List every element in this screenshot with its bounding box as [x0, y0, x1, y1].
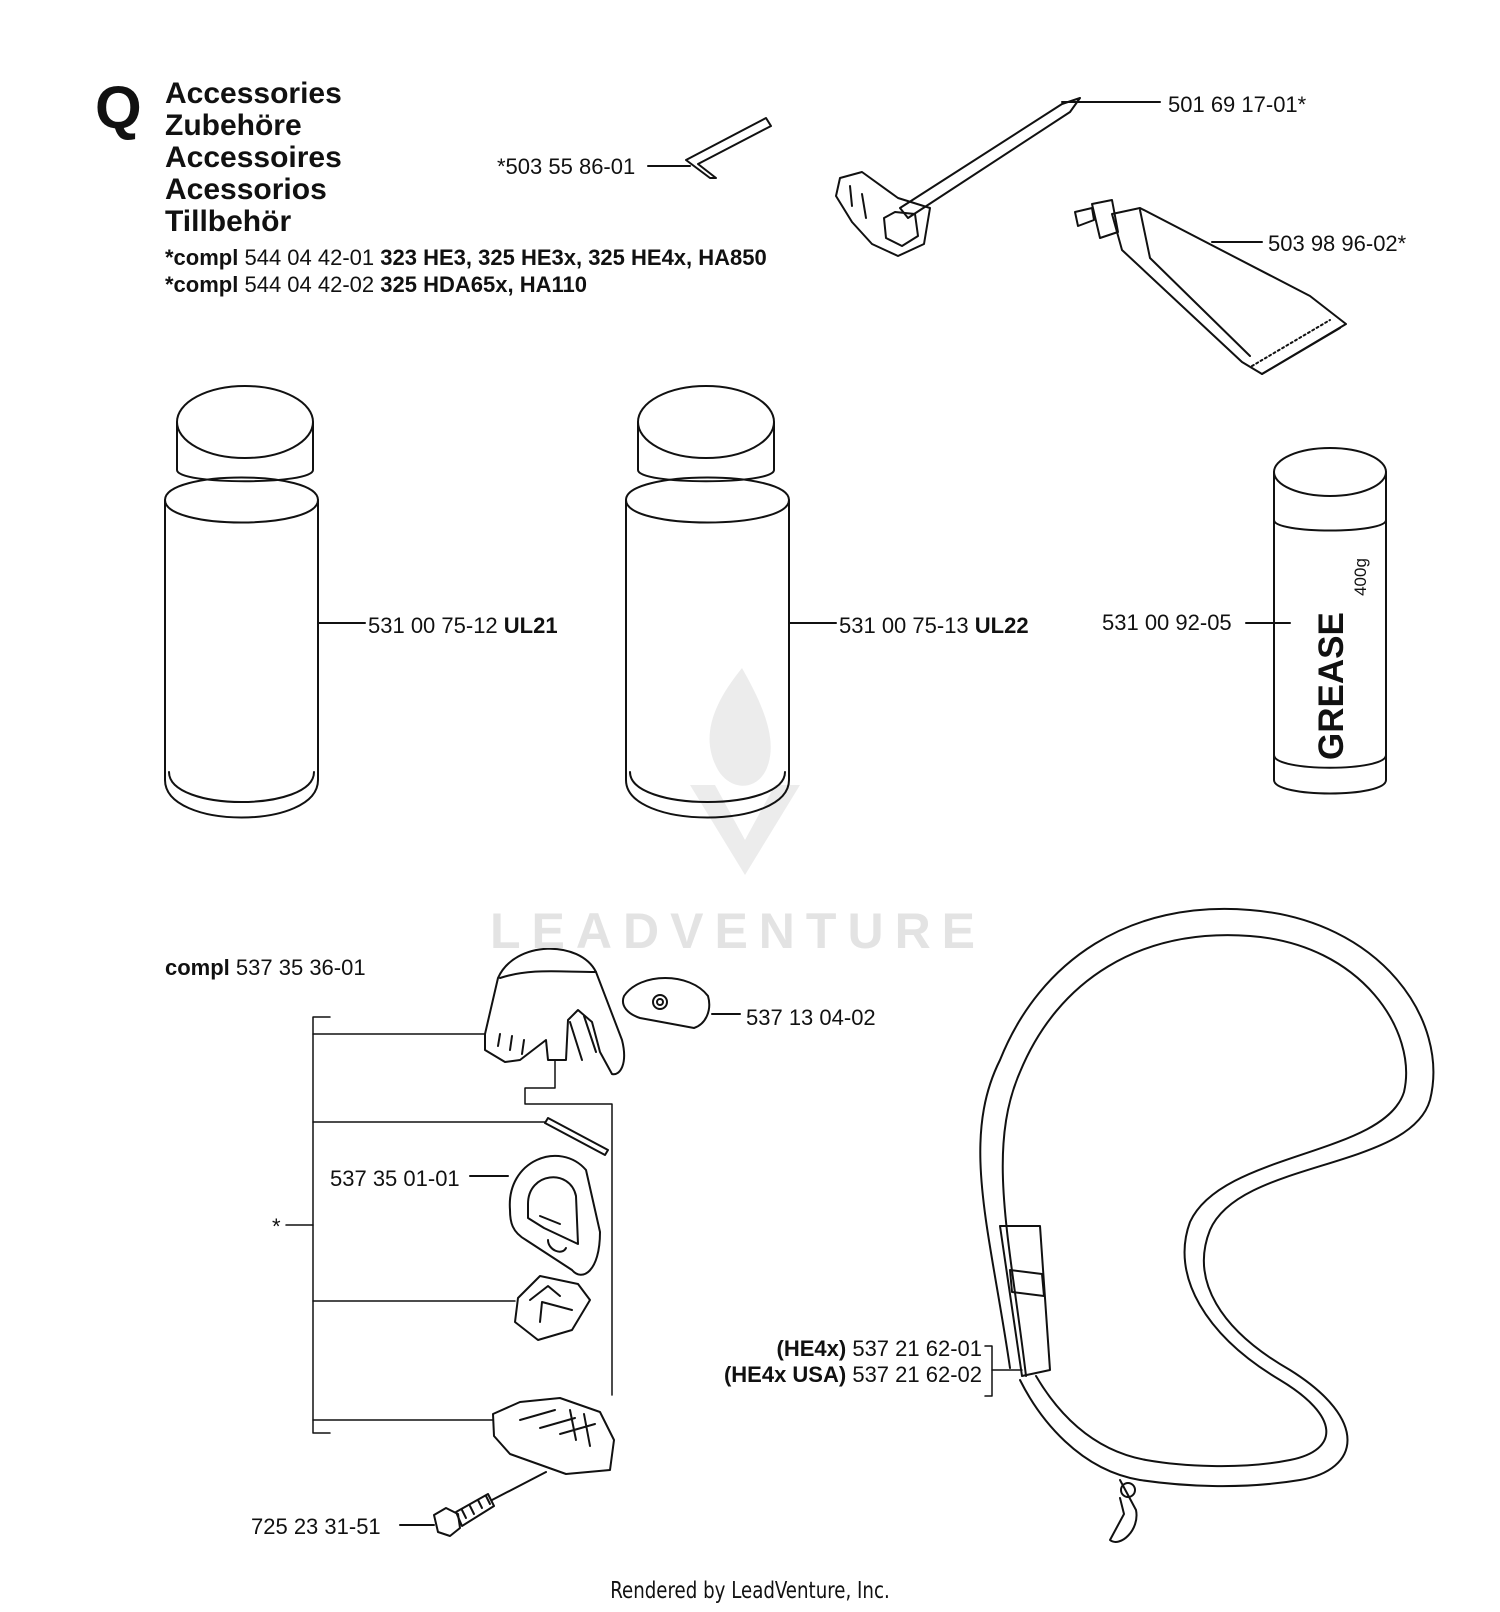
screw-icon [399, 1471, 547, 1537]
spray-can-1-label: 531 00 75-12 UL21 [368, 613, 558, 639]
compl-models: 323 HE3, 325 HE3x, 325 HE4x, HA850 [380, 245, 767, 270]
comb-icon [492, 1397, 615, 1475]
harness-bracket-lines [285, 1016, 613, 1434]
grease-tube-part-label: 503 98 96-02* [1268, 231, 1407, 256]
shoulder-strap-icon [979, 907, 1435, 1543]
knob-icon [622, 977, 741, 1029]
asterisk-marker: * [272, 1214, 281, 1239]
part-number: 531 00 75-13 [839, 613, 969, 638]
grease-cartridge-weight: 400g [1350, 558, 1370, 596]
grease-cartridge-part-label: 531 00 92-05 [1102, 610, 1232, 635]
compl-part-number: 544 04 42-01 [244, 245, 375, 270]
strap-model: (HE4x) [776, 1336, 847, 1361]
part-number: 537 21 62-02 [852, 1362, 982, 1387]
title-portuguese: Acessorios [165, 173, 327, 206]
watermark-text: LEADVENTURE [490, 903, 987, 959]
strap-label-bracket [984, 1345, 1023, 1397]
product-code: UL22 [974, 613, 1029, 638]
compl-prefix: compl [165, 955, 230, 980]
part-number: 537 35 36-01 [235, 955, 366, 980]
spray-can-ul21-icon [164, 385, 366, 819]
compl-part-number: 544 04 42-02 [244, 272, 375, 297]
grease-cartridge-text: GREASE [1312, 612, 1351, 760]
strap-label-1: (HE4x) 537 21 62-01 [700, 1336, 982, 1362]
grease-cartridge-icon [1245, 447, 1387, 795]
clip-part-label: 537 35 01-01 [330, 1166, 460, 1191]
allen-key-icon [647, 117, 772, 179]
screw-part-label: 725 23 31-51 [251, 1514, 381, 1539]
compl-prefix: *compl [165, 245, 239, 270]
watermark-flame-icon [690, 668, 800, 875]
grease-tube-icon [1074, 199, 1347, 375]
buckle-icon [514, 1275, 591, 1341]
wrench-part-label: 501 69 17-01* [1168, 92, 1307, 117]
title-swedish: Tillbehör [165, 205, 292, 238]
compl-prefix: *compl [165, 272, 239, 297]
compl-models: 325 HDA65x, HA110 [380, 272, 587, 297]
title-french: Accessoires [165, 141, 342, 174]
knob-part-label: 537 13 04-02 [746, 1005, 876, 1030]
allen-key-part-label: *503 55 86-01 [497, 154, 636, 179]
section-titles: Accessories Zubehöre Accessoires Acessor… [165, 78, 342, 238]
strap-model: (HE4x USA) [723, 1362, 847, 1387]
pin-icon [544, 1117, 609, 1156]
product-code: UL21 [503, 613, 558, 638]
part-number: 537 21 62-01 [852, 1336, 982, 1361]
strap-label-2: (HE4x USA) 537 21 62-02 [700, 1362, 982, 1388]
harness-body-icon [484, 947, 626, 1076]
clip-icon [469, 1154, 601, 1276]
harness-assembly-label: compl 537 35 36-01 [165, 955, 366, 981]
compl-line-2: *compl 544 04 42-02 325 HDA65x, HA110 [165, 272, 587, 298]
spray-can-2-label: 531 00 75-13 UL22 [839, 613, 1029, 639]
spark-plug-wrench-icon [835, 97, 1161, 257]
title-german: Zubehöre [165, 109, 302, 142]
compl-line-1: *compl 544 04 42-01 323 HE3, 325 HE3x, 3… [165, 245, 767, 271]
section-letter: Q [95, 74, 142, 141]
part-number: 531 00 75-12 [368, 613, 498, 638]
title-english: Accessories [165, 77, 342, 110]
footer-credit: Rendered by LeadVenture, Inc. [610, 1578, 890, 1604]
spray-can-ul22-icon [625, 385, 837, 819]
